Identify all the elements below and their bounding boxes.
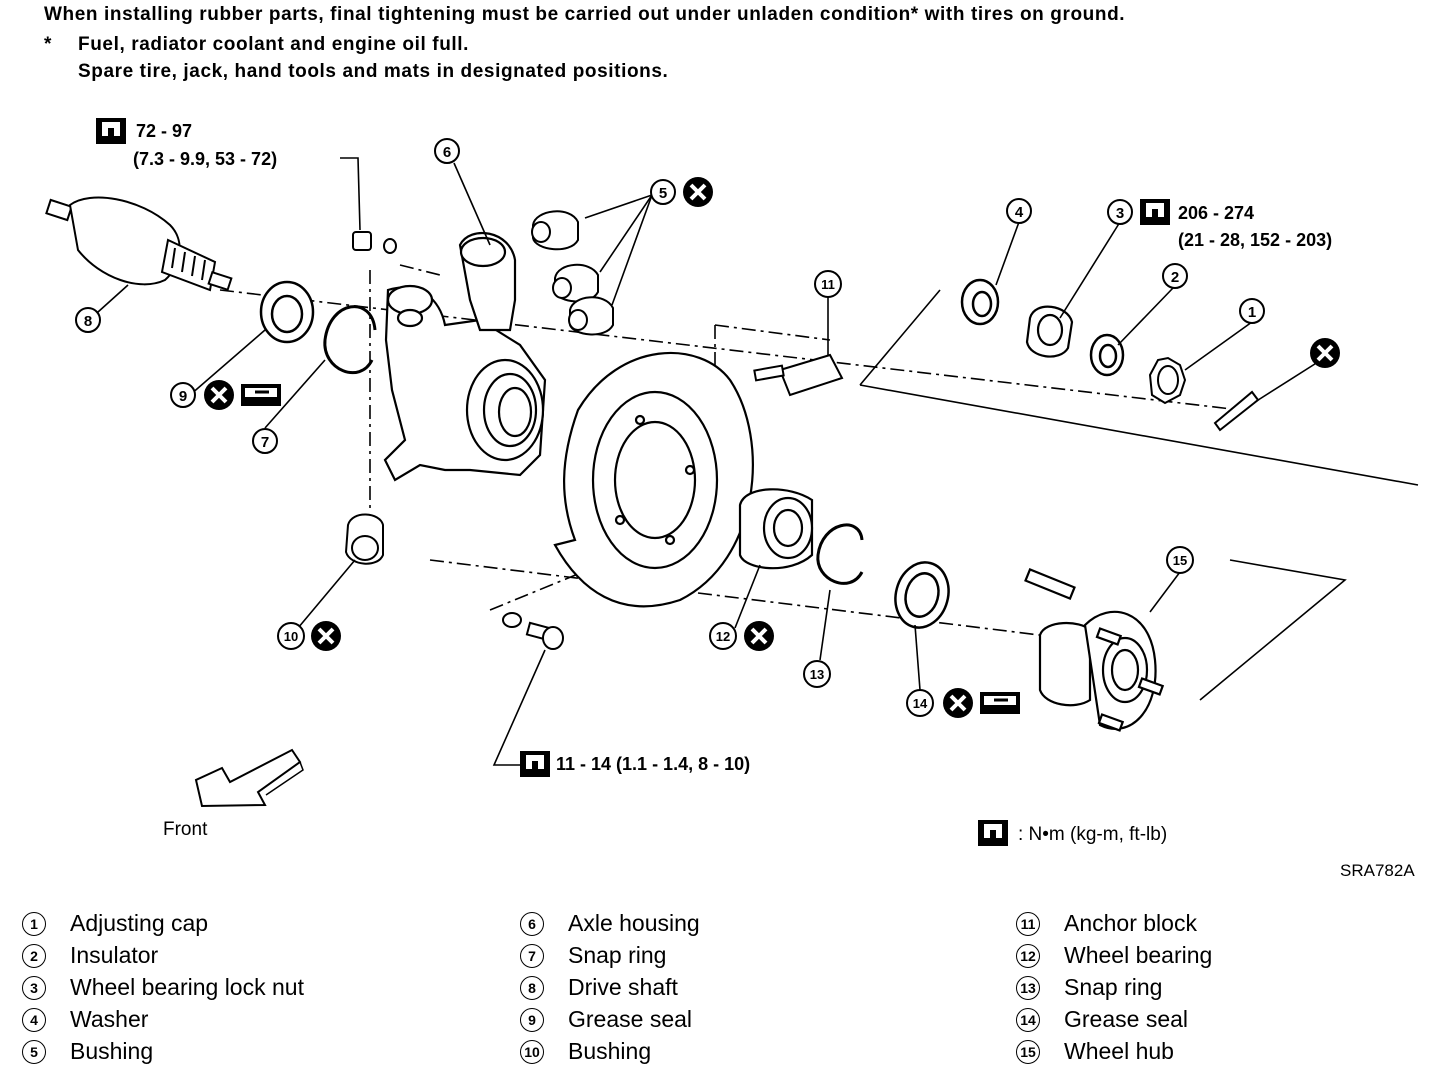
apply-grease-icon [239, 382, 283, 408]
torque-wrench-icon [520, 751, 550, 777]
callout-10: 10 [277, 622, 305, 650]
callout-13: 13 [803, 660, 831, 688]
do-not-reuse-icon [1308, 336, 1342, 370]
callout-12: 12 [709, 622, 737, 650]
note-asterisk: * [44, 34, 52, 55]
bushings-5 [531, 210, 614, 336]
callout-2: 2 [1162, 263, 1188, 289]
svg-text:10: 10 [284, 629, 298, 644]
callout-leaders [97, 157, 1319, 766]
svg-text:2: 2 [1171, 269, 1179, 286]
figure-code: SRA782A [1340, 861, 1415, 880]
grease-seal-14 [894, 561, 950, 629]
condition-note-equipment: Spare tire, jack, hand tools and mats in… [78, 61, 669, 82]
do-not-reuse-icon [742, 619, 776, 653]
do-not-reuse-icon [309, 619, 343, 653]
installation-note: When installing rubber parts, final tigh… [44, 4, 1126, 25]
condition-note-fluids: Fuel, radiator coolant and engine oil fu… [78, 34, 470, 55]
callout-5: 5 [650, 179, 676, 205]
torque-spec-locknut-nm: 206 - 274 [1178, 203, 1254, 223]
cotter-pin [1213, 390, 1260, 432]
svg-text:8: 8 [84, 313, 92, 330]
drive-shaft [45, 196, 233, 292]
do-not-reuse-icon [202, 378, 236, 412]
do-not-reuse-icon [681, 175, 715, 209]
svg-text:13: 13 [810, 667, 824, 682]
svg-text:1: 1 [1248, 304, 1256, 321]
torque-spec-driveshaft-nm: 72 - 97 [136, 121, 192, 141]
callout-markers: 1 2 3 4 5 6 7 8 9 10 11 12 13 14 15 [75, 138, 1265, 717]
front-direction-arrow: Front [163, 748, 304, 840]
torque-wrench-icon [96, 118, 126, 144]
torque-spec-locknut-alt: (21 - 28, 152 - 203) [1178, 230, 1332, 250]
do-not-reuse-icon [941, 686, 975, 720]
hub-assembly-outline [859, 289, 1419, 701]
callout-7: 7 [252, 428, 278, 454]
svg-text:4: 4 [1015, 204, 1024, 221]
torque-wrench-icon [1140, 199, 1170, 225]
adjusting-cap-1 [1148, 356, 1187, 405]
axle-housing [383, 231, 547, 482]
callout-6: 6 [434, 138, 460, 164]
grease-seal-9 [259, 280, 315, 344]
anchor-block [753, 353, 844, 397]
shaft-nut [352, 231, 397, 254]
torque-spec-backing-bolt: 11 - 14 (1.1 - 1.4, 8 - 10) [556, 754, 750, 774]
svg-text:15: 15 [1173, 553, 1187, 568]
callout-4: 4 [1006, 198, 1032, 224]
bushing-10 [344, 513, 384, 565]
svg-text:12: 12 [716, 629, 730, 644]
backing-plate-bolt [502, 612, 564, 650]
torque-spec-driveshaft-alt: (7.3 - 9.9, 53 - 72) [133, 149, 277, 169]
svg-text:5: 5 [659, 185, 667, 202]
units-legend: : N•m (kg-m, ft-lb) [1018, 824, 1167, 845]
front-label: Front [163, 819, 208, 840]
wheel-bearing [738, 488, 814, 570]
svg-text:14: 14 [913, 696, 928, 711]
washer-4 [960, 278, 1000, 326]
svg-text:6: 6 [443, 144, 451, 161]
svg-text:11: 11 [821, 277, 835, 292]
insulator-2 [1089, 333, 1125, 377]
callout-9: 9 [170, 382, 196, 408]
snap-ring-13 [816, 523, 864, 585]
svg-text:7: 7 [261, 434, 269, 451]
lock-nut-3 [1025, 305, 1074, 358]
callout-3: 3 [1107, 199, 1133, 225]
callout-8: 8 [75, 307, 101, 333]
torque-wrench-icon [978, 820, 1008, 846]
callout-15: 15 [1166, 546, 1194, 574]
apply-grease-icon [978, 690, 1022, 716]
svg-text:9: 9 [179, 388, 187, 405]
callout-14: 14 [906, 689, 934, 717]
snap-ring-7 [323, 305, 377, 374]
callout-11: 11 [814, 270, 842, 298]
svg-text:3: 3 [1116, 205, 1124, 222]
backing-plate [553, 352, 754, 608]
wheel-hub [1024, 568, 1165, 732]
callout-1: 1 [1239, 298, 1265, 324]
